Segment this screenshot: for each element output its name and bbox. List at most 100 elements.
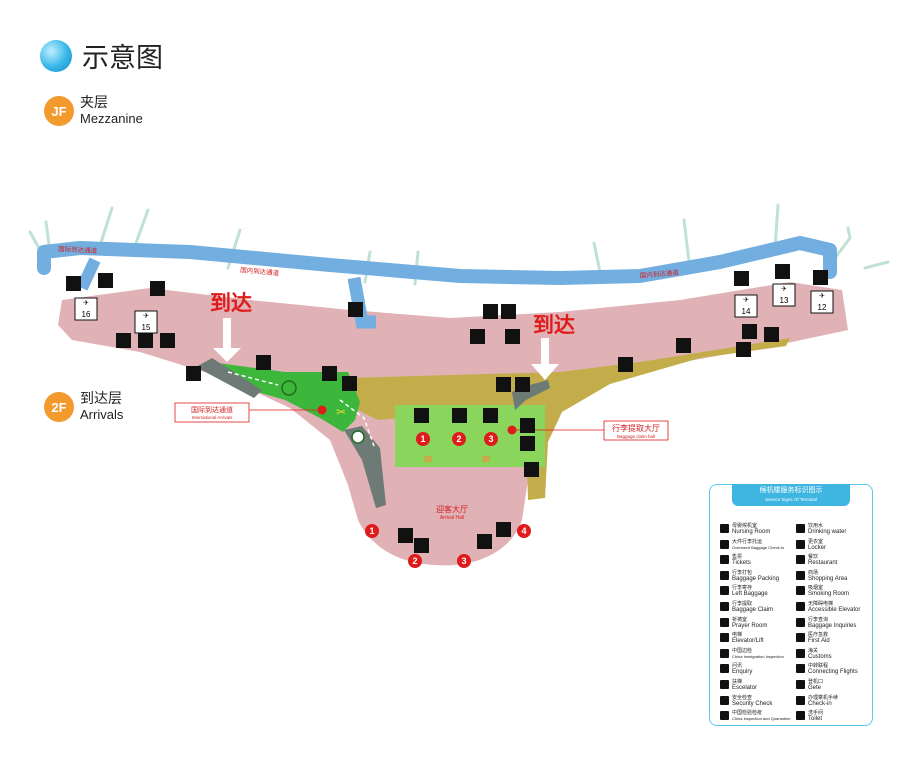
legend-item-cn: 行李提取 (732, 600, 753, 607)
legend-item-cn: 中国检验检疫 (732, 710, 763, 717)
shopping-icon (796, 570, 805, 580)
legend-item-en: Drinking water (808, 529, 847, 535)
shopping-icon (736, 342, 751, 357)
legend-item-en: Elevator/Lift (732, 638, 764, 645)
legend-item-en: Gete (808, 684, 822, 691)
restaurant-icon (796, 555, 805, 565)
car-rental-icon (775, 264, 790, 279)
toilet-icon (742, 324, 757, 339)
legend-item-en: Prayer Room (732, 622, 768, 629)
page-title: 示意图 (82, 43, 163, 74)
level-name-en: Arrivals (80, 407, 124, 422)
arrival-hall-en: Arrival Hall (440, 515, 464, 521)
toilet-icon (116, 333, 131, 348)
legend-item-en: Restaurant (808, 560, 838, 567)
left-baggage-icon (720, 586, 729, 596)
legend-item-en: Customs (808, 653, 832, 660)
globe-icon (40, 39, 72, 72)
carousel-3-label: 3 (488, 434, 493, 444)
exit-2-label: 2 (412, 556, 417, 566)
domestic-ramp (512, 380, 550, 410)
baggage-packing-icon (720, 570, 729, 580)
carousel-2-label: 2 (456, 434, 461, 444)
level-badge: JF (44, 96, 74, 126)
service-legend: 候机楼服务标识图示 Service Signs Of Terminal 母婴候机… (709, 484, 873, 726)
car-rental-icon (734, 271, 749, 286)
carousel-markers: 1 2 3 (416, 432, 498, 462)
immigration-icon (720, 648, 729, 658)
legend-item-en: Shopping Area (808, 575, 848, 582)
toilet-icon (256, 355, 271, 370)
level-badge: 2F (44, 392, 74, 422)
elevator-icon (618, 357, 633, 372)
legend-item-cn: 更衣室 (808, 538, 824, 545)
locker-icon (796, 539, 805, 549)
legend-header: 候机楼服务标识图示 Service Signs Of Terminal (732, 484, 850, 506)
enquiry-icon (342, 376, 357, 391)
legend-item-cn: 祈祷室 (732, 616, 748, 623)
legend-item-cn: 办理乘机手续 (808, 694, 839, 701)
legend-item-en: Baggage Claim (732, 606, 774, 613)
intl-callout-cn: 国际到达通道 (191, 405, 233, 414)
customs-icon (796, 648, 805, 658)
quarantine-icon (720, 711, 729, 721)
svg-text:✈: ✈ (819, 292, 825, 300)
intl-ramp (196, 358, 262, 398)
customs-icon: ✂ (336, 405, 346, 419)
level-name-cn: 夹层 (80, 95, 108, 111)
baggage-callout-dot (507, 425, 517, 435)
exit-1-label: 1 (369, 526, 374, 536)
escalator-icon (414, 538, 429, 553)
intl-callout-dot (317, 405, 327, 415)
quarantine-emblem-icon (351, 430, 365, 444)
gate-markers: ✈✈✈✈✈ 16 15 14 13 12 (74, 283, 834, 334)
legend-item-en: Escelator (732, 684, 758, 691)
legend-item-cn: 中国边检 (732, 647, 753, 654)
baggage-inquiry-icon (796, 617, 805, 627)
legend-item-cn: 医疗急救 (808, 632, 829, 639)
svg-text:✈: ✈ (83, 299, 89, 307)
corridor-to-hall (347, 276, 376, 329)
toilet-icon (796, 711, 805, 721)
legend-item-en: Enquiry (732, 669, 753, 676)
legend-item-en: Check-in (808, 700, 832, 707)
legend-title-cn: 候机楼服务标识图示 (759, 486, 823, 494)
drinking-water-icon (796, 524, 805, 533)
baggage-callout-box (603, 420, 669, 441)
check-in-icon (796, 695, 805, 705)
elevator-icon (505, 329, 520, 344)
elevator-icon (477, 534, 492, 549)
arrival-hall-cn: 迎客大厅 (436, 504, 468, 514)
escalator-icon (66, 276, 81, 291)
escalator-icon (483, 304, 498, 319)
exit-4-label: 4 (521, 526, 526, 536)
enquiry-icon (720, 664, 729, 674)
baggage-callout-cn: 行李提取大厅 (612, 423, 660, 433)
baggage-claim-icon (720, 601, 729, 611)
gate-icon (796, 679, 805, 689)
gate-14-label: 14 (742, 307, 751, 316)
exit-3-label: 3 (461, 556, 466, 566)
nursing-room-icon (720, 524, 729, 533)
toilet-icon (524, 462, 539, 477)
escalator-icon (496, 377, 511, 392)
corridor-upper-stub (76, 257, 101, 291)
legend-item-cn: 餐饮 (808, 554, 819, 561)
smoking-room-icon (796, 586, 805, 596)
toilet-icon (520, 418, 535, 433)
legend-item-cn: 吸烟室 (808, 585, 824, 592)
legend-item-en: Security Check (732, 700, 773, 707)
legend-item-en: Accessible Elevator (808, 606, 861, 613)
gate-16-label: 16 (82, 310, 91, 319)
